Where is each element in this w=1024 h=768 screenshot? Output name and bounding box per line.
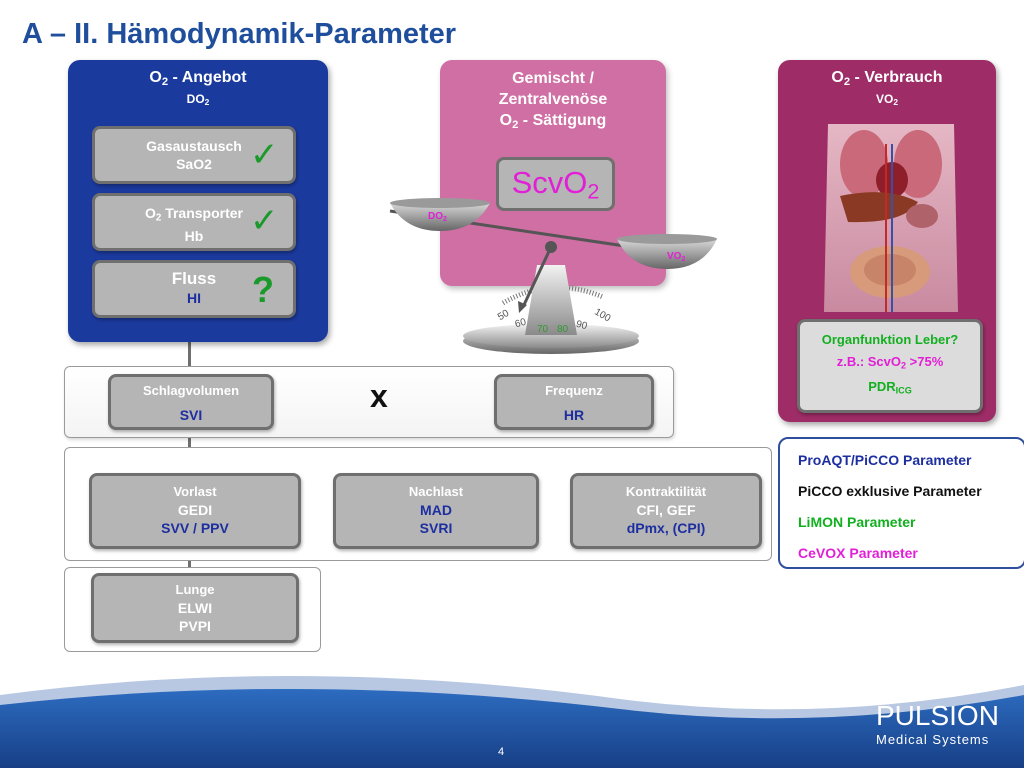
saturation-heading: Gemischt / Zentralvenöse O2 - Sättigung	[498, 70, 608, 131]
legend-item-limon: LiMON Parameter	[798, 514, 916, 530]
check-icon: ✓	[250, 202, 279, 240]
organ-function-box: Organfunktion Leber? z.B.: ScvO2 >75% PD…	[797, 319, 983, 413]
legend-item-cevox: CeVOX Parameter	[798, 545, 918, 561]
company-logo-subtitle: Medical Systems	[876, 732, 990, 747]
flow-box: Fluss HI	[92, 260, 296, 318]
check-icon: ✓	[250, 136, 279, 174]
consumption-subheading: VO2	[875, 92, 898, 108]
footer-wave	[0, 675, 1024, 768]
company-logo: PULSION	[876, 700, 999, 731]
question-icon: ?	[252, 269, 274, 310]
multiply-symbol: x	[370, 378, 388, 414]
page-title: A – II. Hämodynamik-Parameter	[22, 18, 457, 50]
contractility-box: Kontraktilität CFI, GEF dPmx, (CPI)	[570, 473, 762, 549]
gas-exchange-box: Gasaustausch SaO2	[92, 126, 296, 184]
legend-item-proaqt: ProAQT/PiCCO Parameter	[798, 452, 972, 468]
preload-box: Vorlast GEDI SVV / PPV	[89, 473, 301, 549]
stroke-volume-box: Schlagvolumen SVI	[108, 374, 274, 430]
supply-heading: O2 - Angebot	[149, 69, 247, 88]
afterload-box: Nachlast MAD SVRI	[333, 473, 539, 549]
legend-item-picco: PiCCO exklusive Parameter	[798, 483, 982, 499]
o2-transporter-box: O2 Transporter Hb	[92, 193, 296, 251]
anatomy-illustration	[824, 124, 958, 312]
parameter-legend: ProAQT/PiCCO Parameter PiCCO exklusive P…	[778, 437, 1024, 569]
connector-fluss-schlag	[188, 318, 191, 376]
frequency-box: Frequenz HR	[494, 374, 654, 430]
gauge-tick-label: 70	[537, 324, 549, 335]
consumption-heading: O2 - Verbrauch	[831, 69, 943, 88]
do2-label: DO2	[428, 211, 447, 223]
connector-vorlast-lunge	[188, 548, 191, 578]
vo2-label: VO2	[667, 251, 686, 263]
lung-box: Lunge ELWI PVPI	[91, 573, 299, 643]
page-number: 4	[498, 746, 505, 758]
gauge-tick-label: 80	[557, 324, 569, 335]
supply-subheading: DO2	[186, 92, 210, 108]
balance-scale-illustration	[389, 198, 717, 354]
scvo2-box: ScvO2	[496, 157, 615, 211]
